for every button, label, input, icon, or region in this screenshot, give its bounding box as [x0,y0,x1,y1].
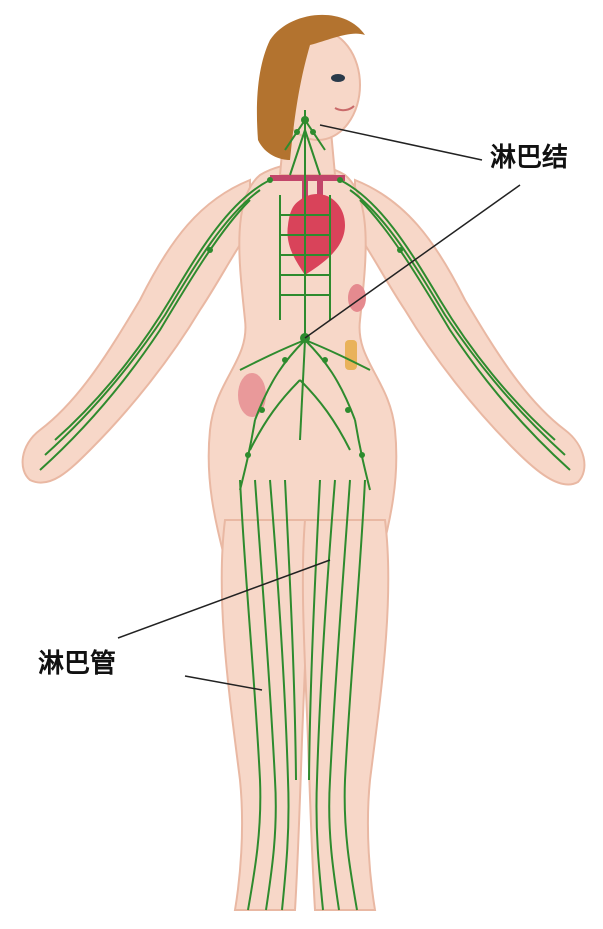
leader-line-node-1 [320,125,482,160]
organ-patch [345,340,357,370]
lymph-vessel-label: 淋巴管 [38,651,116,677]
lymph-node-label: 淋巴结 [490,145,568,171]
spleen [348,284,366,312]
eye [331,74,345,82]
